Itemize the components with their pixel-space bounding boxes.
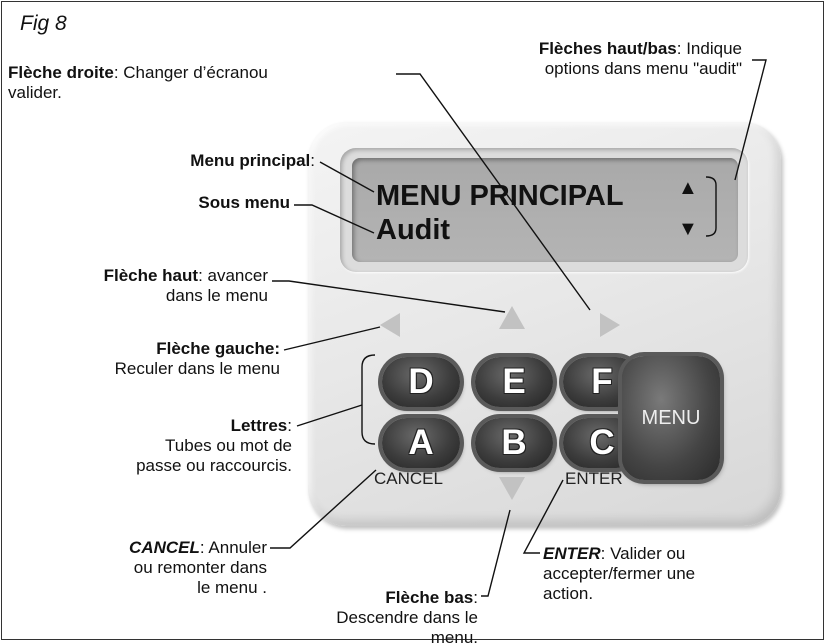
key-b[interactable] xyxy=(475,418,553,468)
leader-line-up-arrow xyxy=(272,280,506,313)
leader-line-submenu xyxy=(294,204,375,234)
key-e-label: E xyxy=(502,362,526,401)
leader-line-down-arrow xyxy=(481,509,511,597)
enter-key-text: ENTER xyxy=(565,469,623,488)
annotation-up-arrow: Flèche haut: avancer dans le menu xyxy=(103,266,268,305)
leader-line-cancel xyxy=(270,469,377,549)
annotation-main-menu: Menu principal: xyxy=(190,151,315,170)
figure-label: Fig 8 xyxy=(20,12,67,35)
key-d[interactable] xyxy=(382,357,460,407)
annotation-up-down-arrows: Flèches haut/bas: Indique options dans m… xyxy=(538,39,742,78)
leader-line-left-arrow xyxy=(283,326,381,351)
key-a-label: A xyxy=(408,423,434,462)
bracket-letters xyxy=(361,354,376,445)
down-arrow-icon[interactable] xyxy=(499,477,525,500)
annotation-cancel: CANCEL: Annuler ou remonter dans le menu… xyxy=(129,538,267,597)
leader-line-main-menu xyxy=(319,161,375,193)
key-f-label: F xyxy=(591,362,613,401)
cancel-key-text: CANCEL xyxy=(374,469,443,488)
annotation-enter: ENTER: Valider ou accepter/fermer une ac… xyxy=(543,544,696,603)
lcd-down-arrow-icon: ▼ xyxy=(678,218,698,240)
annotation-down-arrow: Flèche bas: Descendre dans le menu. xyxy=(336,588,478,643)
key-c-label: C xyxy=(589,423,615,462)
annotation-left-arrow: Flèche gauche: Reculer dans le menu xyxy=(114,339,280,378)
right-arrow-icon[interactable] xyxy=(600,313,620,337)
left-arrow-icon[interactable] xyxy=(380,313,400,337)
key-d-label: D xyxy=(408,362,434,401)
key-a[interactable] xyxy=(382,418,460,468)
menu-key[interactable] xyxy=(622,356,720,480)
up-arrow-icon[interactable] xyxy=(499,306,525,329)
key-b-label: B xyxy=(501,423,527,462)
menu-key-label: MENU xyxy=(641,407,701,429)
annotation-right-arrow: Flèche droite: Changer d’écranou valider… xyxy=(8,63,268,102)
annotation-letters: Lettres: Tubes ou mot de passe ou raccou… xyxy=(136,416,292,475)
key-e[interactable] xyxy=(475,357,553,407)
lcd-up-arrow-icon: ▲ xyxy=(678,177,698,199)
leader-line-enter xyxy=(522,479,564,554)
annotation-submenu: Sous menu xyxy=(198,193,290,212)
leader-line-letters xyxy=(296,404,363,427)
lcd-line-submenu: Audit xyxy=(376,214,451,246)
lcd-screen xyxy=(352,158,738,262)
bracket-up-down xyxy=(705,176,717,237)
leader-line-right-arrow xyxy=(396,73,591,311)
leader-line-up-down-arrows xyxy=(734,59,767,181)
